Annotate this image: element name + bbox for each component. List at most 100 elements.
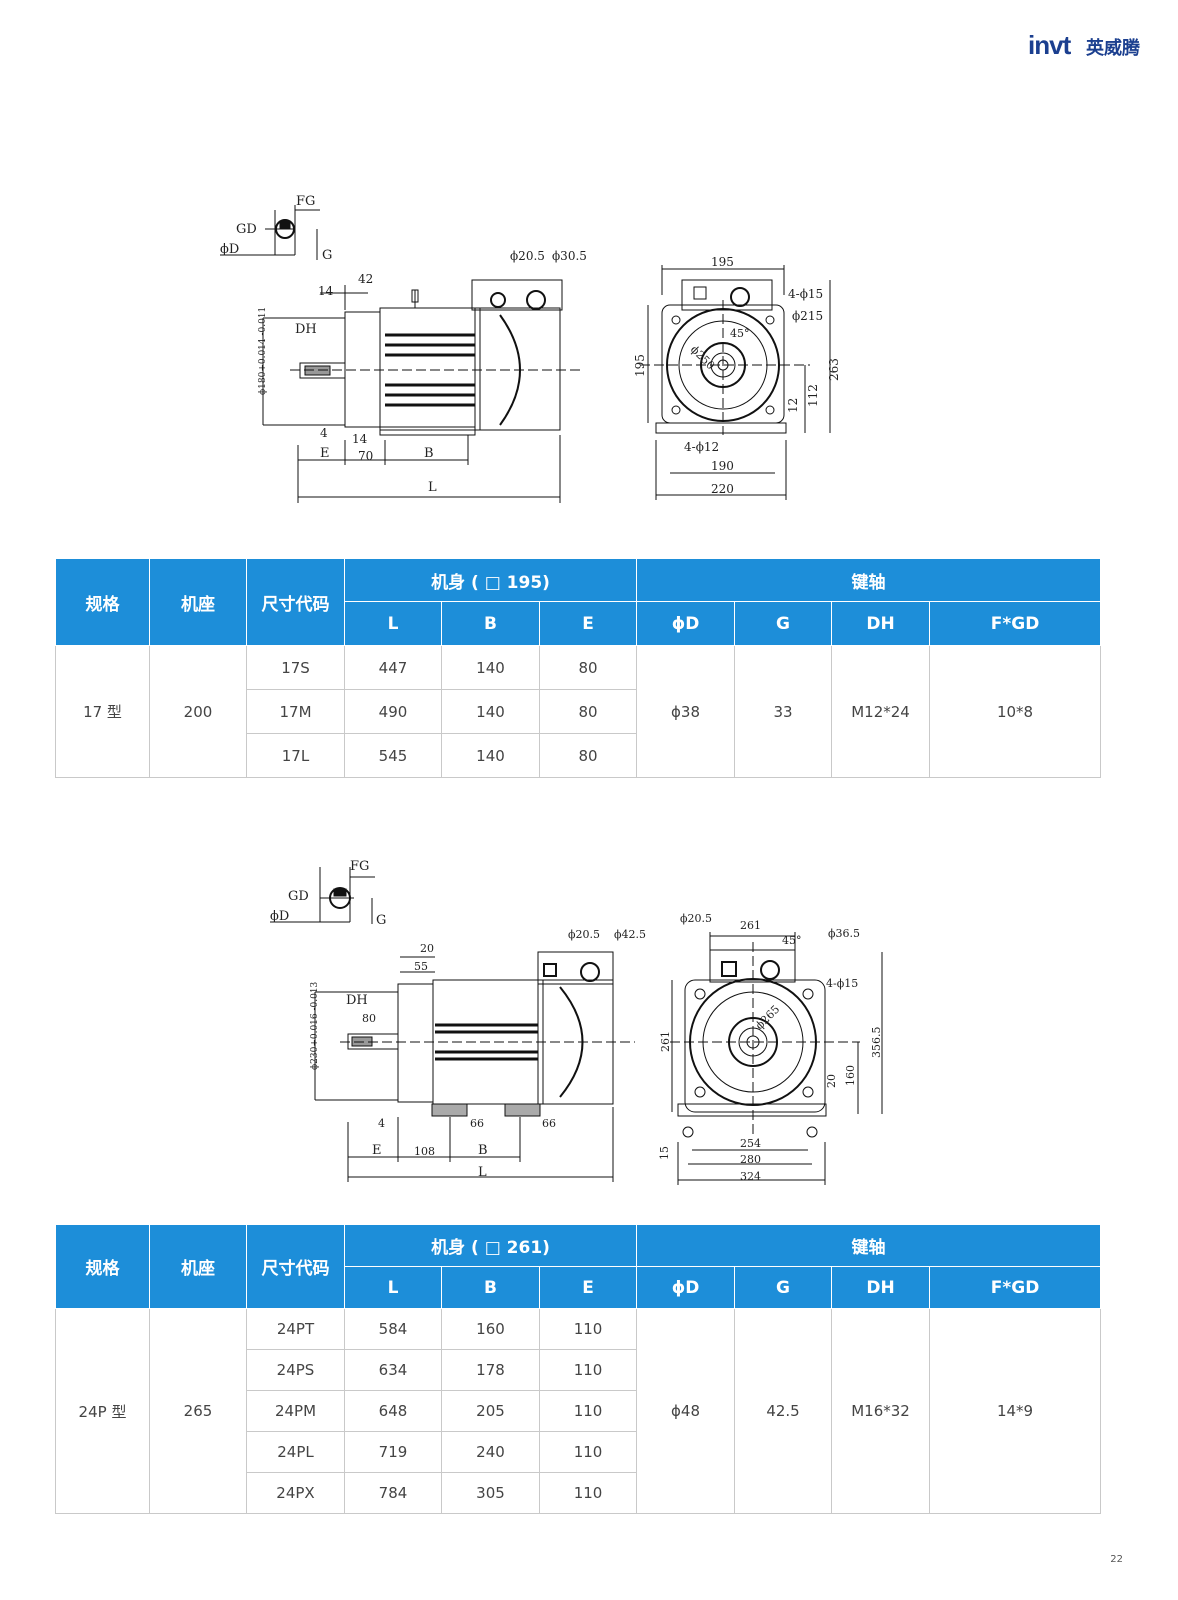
brand-latin: invt [1028, 30, 1071, 60]
subheader-dh: DH [831, 601, 931, 646]
cell-fgd: 10*8 [929, 645, 1102, 778]
cell-b: 140 [441, 733, 540, 778]
cell-spec: 24P 型 [55, 1308, 150, 1514]
header-spec: 规格 [55, 558, 150, 646]
d-label-2: ϕD [270, 909, 289, 924]
dh-label: DH [295, 322, 317, 337]
header-body: 机身 ( □ 261) [343, 1224, 638, 1267]
cell-l: 447 [344, 645, 442, 690]
cell-d: ϕ48 [636, 1308, 736, 1514]
phi180-label: ϕ180+0.014 -0.011 [258, 307, 268, 395]
cell-l: 648 [344, 1390, 442, 1432]
g-label: G [322, 248, 332, 263]
front-h263: 263 [827, 358, 841, 381]
fg-label-2: FG [350, 859, 369, 874]
table-row: 17L 545 140 80 [56, 733, 1101, 778]
dim-20: 20 [420, 942, 434, 955]
cell-e: 110 [538, 1308, 638, 1350]
header-shaft: 键轴 [636, 558, 1102, 602]
front2-w254: 254 [740, 1137, 761, 1150]
cell-e: 110 [538, 1390, 638, 1432]
table-row: 24PM 648 205 110 [56, 1390, 1101, 1432]
dim-66a: 66 [470, 1117, 484, 1130]
header-shaft: 键轴 [636, 1224, 1102, 1267]
dim-b: B [424, 446, 434, 461]
cell-l: 584 [344, 1308, 442, 1350]
front-45: 45° [730, 327, 750, 340]
subheader-e: E [538, 601, 638, 646]
cell-spec: 17 型 [55, 645, 150, 778]
subheader-b: B [441, 1266, 540, 1309]
table-row: 24PX 784 305 110 [56, 1472, 1101, 1514]
front2-h261: 261 [659, 1031, 672, 1052]
cell-l: 545 [344, 733, 442, 778]
gd-label: GD [236, 222, 257, 237]
header-frame: 机座 [149, 1224, 247, 1309]
d-label: ϕD [220, 242, 239, 257]
front2-phi265: ϕ265 [753, 1003, 782, 1032]
subheader-l: L [344, 601, 442, 646]
table-row: 17 型 200 17S 447 140 80 ϕ38 33 M12*24 10… [55, 645, 1102, 778]
dim-14: 14 [352, 432, 368, 446]
cell-l: 490 [344, 689, 442, 734]
subheader-b: B [441, 601, 540, 646]
front2-4phi15: 4-ϕ15 [826, 977, 858, 990]
front-4phi12: 4-ϕ12 [684, 440, 719, 454]
front-h112: 112 [806, 384, 820, 407]
front-w190: 190 [711, 459, 734, 473]
cell-e: 80 [538, 689, 638, 734]
cell-l: 634 [344, 1349, 442, 1391]
spec-table-195: 规格 机座 尺寸代码 机身 ( □ 195) 键轴 L B E ϕD G DH … [55, 558, 1102, 778]
cell-e: 110 [538, 1349, 638, 1391]
cell-g: 33 [734, 645, 833, 778]
cell-e: 110 [538, 1472, 638, 1514]
cell-frame: 265 [149, 1308, 247, 1514]
front2-h20: 20 [825, 1074, 838, 1088]
subheader-dh: DH [831, 1266, 931, 1309]
cell-code: 24PT [246, 1308, 345, 1350]
dim-108: 108 [414, 1145, 435, 1158]
front-4phi15: 4-ϕ15 [788, 287, 823, 301]
fg-label: FG [296, 194, 315, 209]
subheader-e: E [538, 1266, 638, 1309]
table-row: 24PS 634 178 110 [56, 1349, 1101, 1391]
front-phi215: ϕ215 [792, 309, 823, 323]
cell-g: 42.5 [734, 1308, 833, 1514]
cell-dh: M12*24 [831, 645, 931, 778]
cell-dh: M16*32 [831, 1308, 931, 1514]
g-label-2: G [376, 913, 386, 928]
dim-l-2: L [478, 1165, 487, 1180]
phi425-label-2: ϕ42.5 [614, 928, 646, 941]
cell-code: 17S [246, 645, 345, 690]
cell-code: 24PL [246, 1431, 345, 1473]
cell-e: 80 [538, 733, 638, 778]
phi205-label-2: ϕ20.5 [568, 928, 600, 941]
cell-code: 17L [246, 733, 345, 778]
cell-fgd: 14*9 [929, 1308, 1102, 1514]
subheader-g: G [734, 601, 833, 646]
subheader-d: ϕD [636, 601, 736, 646]
gd-label-2: GD [288, 889, 309, 904]
cell-b: 140 [441, 689, 540, 734]
cell-frame: 200 [149, 645, 247, 778]
front2-w280: 280 [740, 1153, 761, 1166]
header-body: 机身 ( □ 195) [343, 558, 638, 602]
front2-45: 45° [782, 934, 802, 947]
header-code: 尺寸代码 [246, 1224, 345, 1309]
front-w195: 195 [711, 255, 734, 269]
cell-code: 17M [246, 689, 345, 734]
motor-drawing-1: FG GD ϕD G ϕ20.5 ϕ30.5 42 14 DH ϕ180+0.0… [200, 185, 860, 515]
brand-chinese: 英威腾 [1086, 38, 1140, 59]
dim-80: 80 [362, 1012, 376, 1025]
cell-b: 240 [441, 1431, 540, 1473]
cell-code: 24PS [246, 1349, 345, 1391]
subheader-d: ϕD [636, 1266, 736, 1309]
cell-e: 80 [538, 645, 638, 690]
dim-e: E [320, 446, 330, 461]
cell-l: 784 [344, 1472, 442, 1514]
table-row: 17M 490 140 80 [56, 689, 1101, 734]
cell-b: 178 [441, 1349, 540, 1391]
dim-70: 70 [358, 449, 373, 463]
cell-b: 160 [441, 1308, 540, 1350]
front-h12: 12 [786, 398, 800, 413]
